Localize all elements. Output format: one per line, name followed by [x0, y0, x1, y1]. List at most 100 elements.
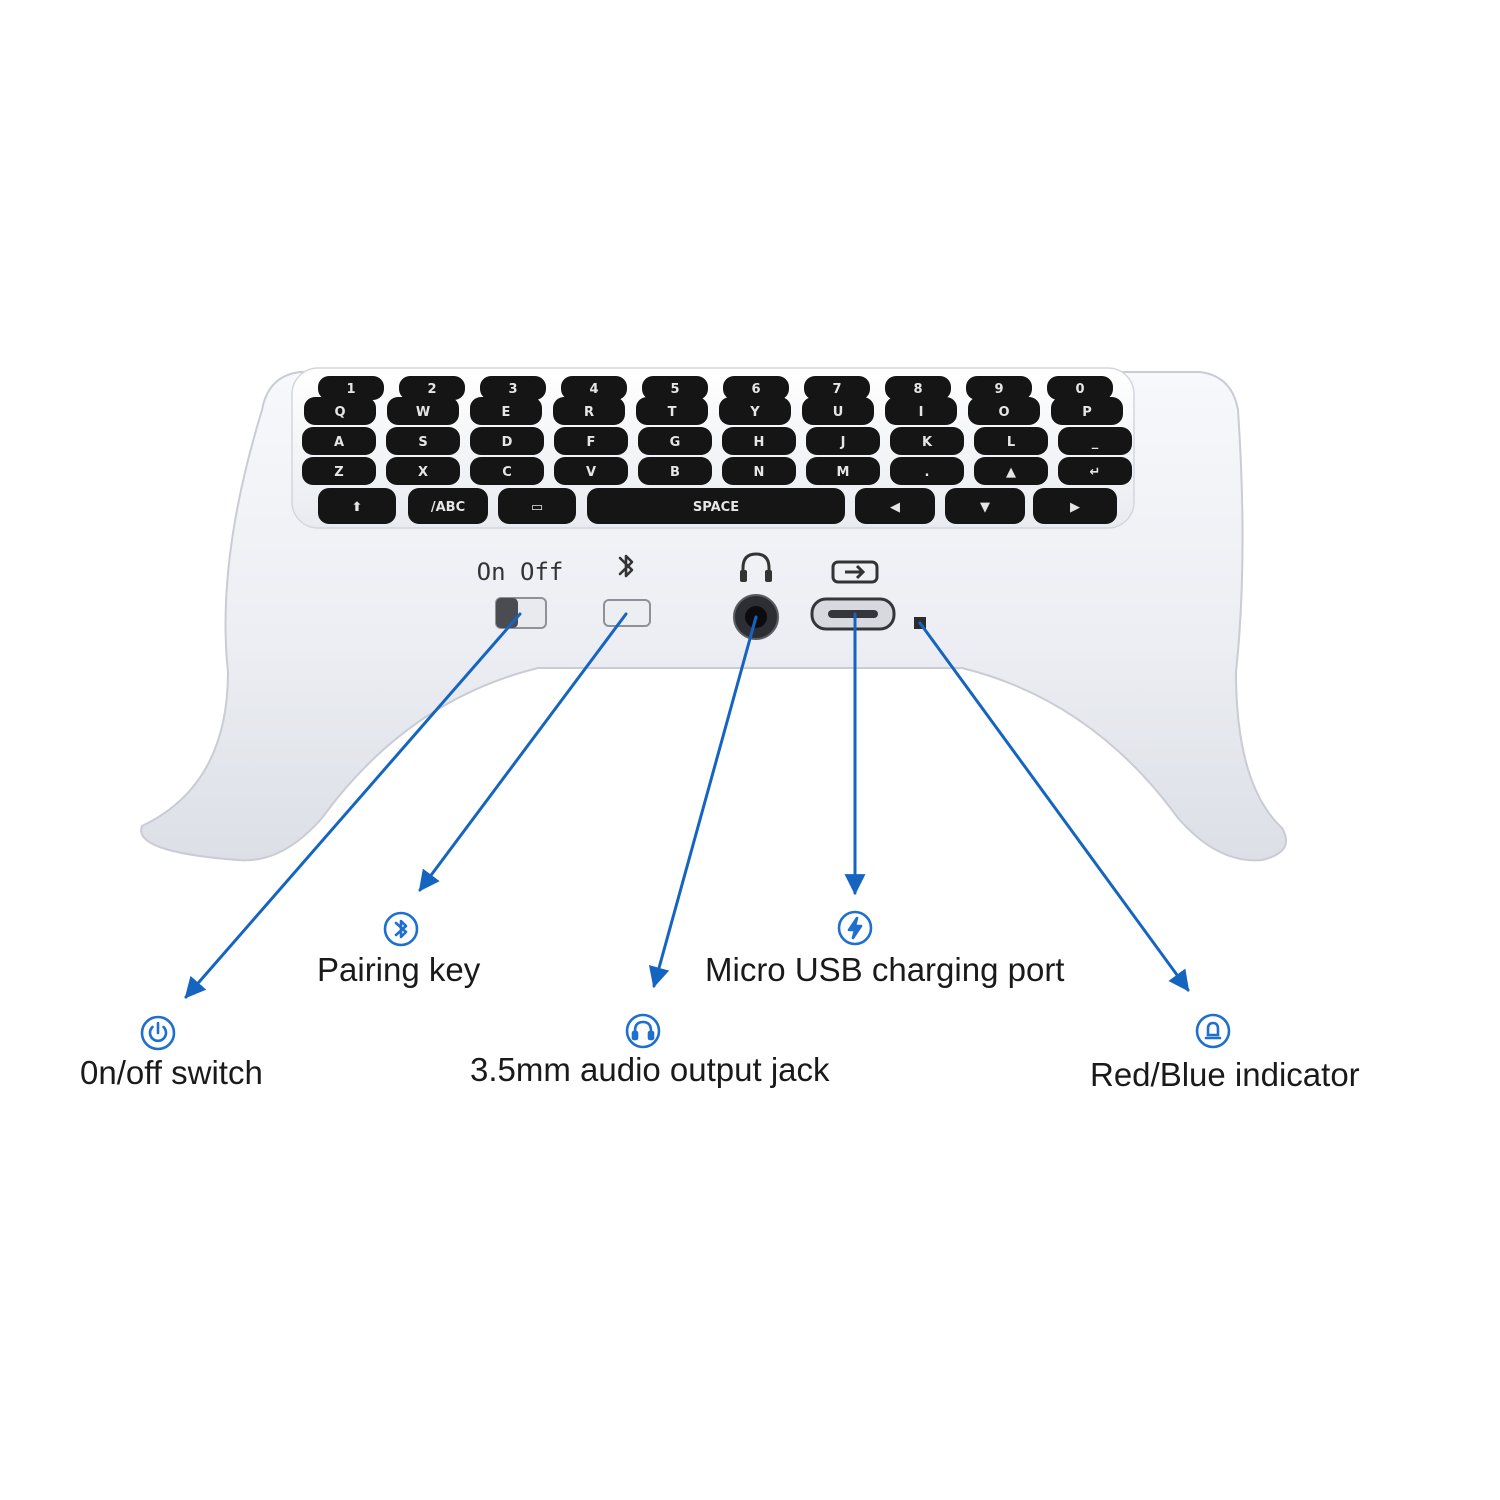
key-1-8[interactable]: O — [968, 397, 1040, 425]
key-label: V — [586, 465, 596, 480]
key-label: ⬆ — [352, 500, 363, 515]
key-cap — [719, 397, 791, 425]
key-cap — [1051, 397, 1123, 425]
key-bottom-2[interactable]: ▭ — [498, 488, 576, 524]
key-1-9[interactable]: P — [1051, 397, 1123, 425]
key-0-7[interactable]: 8 — [885, 376, 951, 400]
callout-label-usb: Micro USB charging port — [705, 951, 1065, 988]
key-label: 0 — [1075, 382, 1084, 397]
key-2-1[interactable]: S — [386, 427, 460, 455]
key-cap — [302, 457, 376, 485]
key-3-4[interactable]: B — [638, 457, 712, 485]
key-label: Q — [334, 405, 345, 420]
key-3-8[interactable]: ▲ — [974, 457, 1048, 485]
key-3-0[interactable]: Z — [302, 457, 376, 485]
key-label: B — [670, 465, 680, 480]
key-bottom-6[interactable]: ▶ — [1033, 488, 1117, 524]
key-3-3[interactable]: V — [554, 457, 628, 485]
key-label: ↵ — [1090, 465, 1101, 480]
key-bottom-0[interactable]: ⬆ — [318, 488, 396, 524]
arrow-pairing — [418, 612, 628, 892]
key-label: ◀ — [890, 500, 900, 515]
key-3-9[interactable]: ↵ — [1058, 457, 1132, 485]
key-0-4[interactable]: 5 — [642, 376, 708, 400]
key-2-5[interactable]: H — [722, 427, 796, 455]
key-bottom-3[interactable]: SPACE — [587, 488, 845, 524]
key-0-3[interactable]: 4 — [561, 376, 627, 400]
key-cap — [722, 457, 796, 485]
key-cap — [855, 488, 935, 524]
key-0-1[interactable]: 2 — [399, 376, 465, 400]
key-cap — [1058, 427, 1132, 455]
callout-label-led: Red/Blue indicator — [1090, 1056, 1360, 1093]
key-label: S — [418, 435, 427, 450]
key-0-9[interactable]: 0 — [1047, 376, 1113, 400]
switch-caption: On Off — [477, 558, 564, 586]
key-3-6[interactable]: M — [806, 457, 880, 485]
key-1-6[interactable]: U — [802, 397, 874, 425]
key-1-0[interactable]: Q — [304, 397, 376, 425]
key-label: 1 — [346, 382, 355, 397]
key-label: ▼ — [980, 500, 990, 515]
arrow-led — [918, 621, 1190, 992]
key-1-5[interactable]: Y — [719, 397, 791, 425]
key-label: /ABC — [431, 500, 465, 515]
key-1-2[interactable]: E — [470, 397, 542, 425]
key-3-1[interactable]: X — [386, 457, 460, 485]
key-1-1[interactable]: W — [387, 397, 459, 425]
usb-port[interactable] — [810, 597, 896, 631]
key-label: J — [840, 435, 846, 450]
key-3-7[interactable]: . — [890, 457, 964, 485]
key-2-7[interactable]: K — [890, 427, 964, 455]
indicator-icon — [1195, 1013, 1231, 1049]
key-2-3[interactable]: F — [554, 427, 628, 455]
key-label: U — [833, 405, 844, 420]
key-bottom-4[interactable]: ◀ — [855, 488, 935, 524]
key-2-2[interactable]: D — [470, 427, 544, 455]
key-cap — [638, 427, 712, 455]
key-1-3[interactable]: R — [553, 397, 625, 425]
key-cap — [470, 457, 544, 485]
key-cap — [974, 457, 1048, 485]
key-2-8[interactable]: L — [974, 427, 1048, 455]
key-3-2[interactable]: C — [470, 457, 544, 485]
key-2-6[interactable]: J — [806, 427, 880, 455]
key-cap — [806, 457, 880, 485]
key-0-0[interactable]: 1 — [318, 376, 384, 400]
key-1-7[interactable]: I — [885, 397, 957, 425]
key-label: T — [668, 405, 677, 420]
key-cap — [498, 488, 576, 524]
key-2-9[interactable]: _ — [1058, 427, 1132, 455]
key-bottom-5[interactable]: ▼ — [945, 488, 1025, 524]
key-label: W — [416, 405, 430, 420]
key-cap — [386, 457, 460, 485]
key-label: Y — [749, 405, 760, 420]
key-label: ▲ — [1006, 465, 1016, 480]
key-cap — [974, 427, 1048, 455]
key-label: H — [754, 435, 765, 450]
key-3-5[interactable]: N — [722, 457, 796, 485]
key-2-4[interactable]: G — [638, 427, 712, 455]
key-cap — [553, 397, 625, 425]
key-cap — [636, 397, 708, 425]
key-cap — [318, 376, 384, 400]
key-cap — [470, 397, 542, 425]
key-cap — [318, 488, 396, 524]
key-cap — [302, 427, 376, 455]
key-label: M — [837, 465, 850, 480]
key-cap — [1033, 488, 1117, 524]
callout-arrows — [184, 612, 1190, 999]
key-0-8[interactable]: 9 — [966, 376, 1032, 400]
key-cap — [806, 427, 880, 455]
key-0-5[interactable]: 6 — [723, 376, 789, 400]
key-label: 3 — [508, 382, 517, 397]
key-0-2[interactable]: 3 — [480, 376, 546, 400]
key-1-4[interactable]: T — [636, 397, 708, 425]
key-label: P — [1082, 405, 1092, 420]
key-cap — [386, 427, 460, 455]
key-2-0[interactable]: A — [302, 427, 376, 455]
key-cap — [642, 376, 708, 400]
key-0-6[interactable]: 7 — [804, 376, 870, 400]
key-bottom-1[interactable]: /ABC — [408, 488, 488, 524]
key-label: O — [998, 405, 1009, 420]
